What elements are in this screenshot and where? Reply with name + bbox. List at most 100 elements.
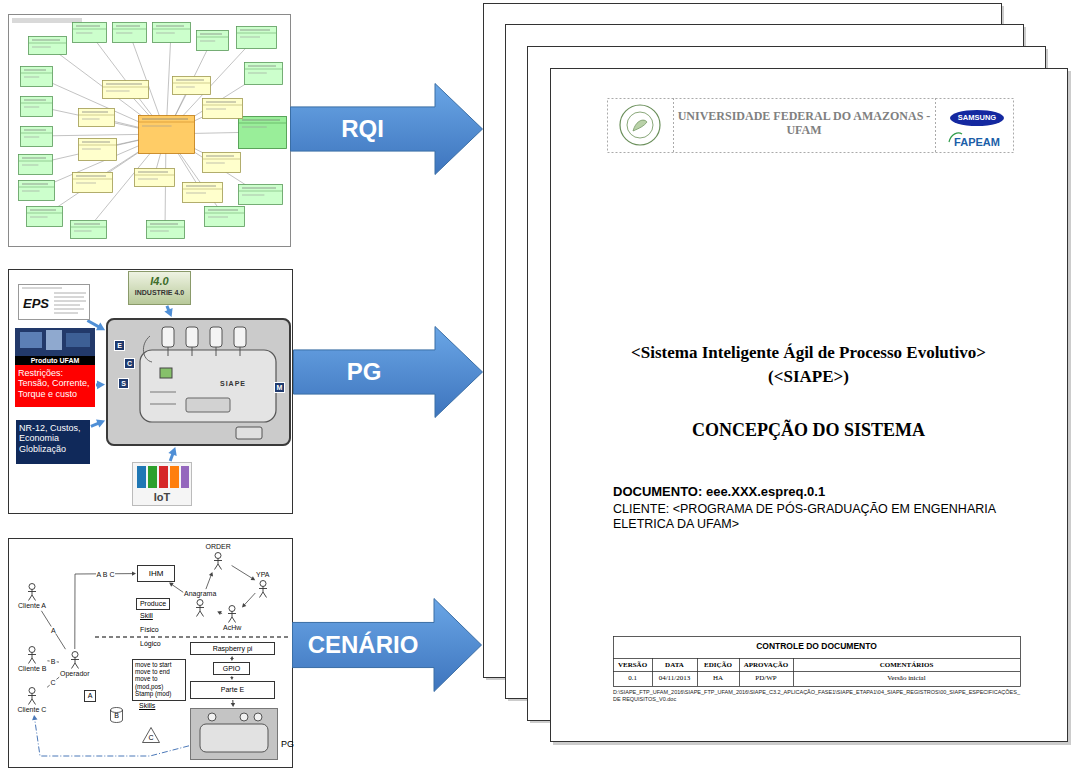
actor: ORDER <box>206 543 231 571</box>
table-header: VERSÃO <box>613 661 652 669</box>
product-photo-art <box>15 328 95 365</box>
text-line <box>30 210 56 211</box>
connector <box>91 420 105 428</box>
node-label: Cliente B <box>18 665 46 673</box>
text-line <box>54 297 84 298</box>
text-line <box>150 231 169 232</box>
actor: Cliente C <box>18 686 47 714</box>
actor-body <box>214 559 222 570</box>
text-line <box>138 172 168 173</box>
hardware-box: Parte E <box>190 681 275 699</box>
text-line <box>156 26 184 27</box>
cylinder <box>240 713 248 721</box>
requirement-box <box>139 116 195 154</box>
logo-bar <box>181 466 189 488</box>
header-frame <box>608 99 1014 153</box>
hardware-box: GPIO <box>213 662 250 675</box>
constraint-box: Restrições: Tensão, Corrente, Torque e c… <box>15 365 95 407</box>
connector-line <box>41 611 65 649</box>
actor: Operador <box>60 650 90 678</box>
text-line <box>22 184 48 185</box>
requirement-box <box>19 155 53 175</box>
document-title: (<SIAPE>) <box>560 367 1057 387</box>
panel-frame <box>9 539 293 768</box>
block-arrow-body <box>293 599 482 692</box>
document-thumbnail: EPS <box>18 284 90 320</box>
node-label: B <box>110 707 123 721</box>
actor: Anagrama <box>184 590 216 618</box>
file-path: D:\SIAPE_FTP_UFAM_2016\SIAPE_FTP_UFAM_20… <box>613 689 1023 703</box>
box-divider <box>79 145 116 146</box>
cylinder-body <box>111 708 123 723</box>
table-rule <box>613 671 1020 672</box>
box-divider <box>19 161 52 162</box>
actor-body <box>71 658 79 669</box>
node-label: Cliente C <box>18 706 47 714</box>
requirement-box <box>21 127 53 147</box>
text-line <box>30 217 48 218</box>
node-label: ORDER <box>206 543 231 551</box>
requirement-box <box>71 221 107 239</box>
arrowhead <box>96 323 105 331</box>
requirement-box <box>203 153 241 173</box>
client-line: CLIENTE: <PROGRAMA DE PÓS-GRADUAÇÃO EM E… <box>613 502 1023 532</box>
requirement-box <box>27 207 63 227</box>
text-line <box>24 107 39 108</box>
module-box: M <box>274 382 285 393</box>
institution-name: UNIVERSIDADE FEDERAL DO AMAZONAS - UFAM <box>675 110 933 138</box>
actor-figure <box>70 651 80 669</box>
box-divider <box>245 69 282 70</box>
requirement-box <box>239 185 283 205</box>
table-rule <box>739 658 740 686</box>
arrowhead <box>230 677 233 680</box>
box-divider <box>27 213 62 214</box>
actor-head <box>197 600 203 606</box>
box-divider <box>21 73 52 74</box>
actor-head <box>72 652 78 658</box>
node-label: NR-12, Custos, Economia Globlização <box>19 423 87 454</box>
requirement-box <box>135 169 175 187</box>
text-line <box>186 186 216 187</box>
connector-line <box>47 677 59 687</box>
text-line <box>240 30 270 31</box>
box-divider <box>205 213 244 214</box>
package-cylinder: B <box>110 707 123 723</box>
node-label: move to start move to end move to (mod,p… <box>135 661 183 697</box>
requirement-box <box>245 63 283 85</box>
actor: AcHw <box>223 604 241 632</box>
header-divider <box>935 98 936 152</box>
sketch-ground <box>106 318 291 446</box>
box-divider <box>19 187 54 188</box>
text-line <box>156 33 175 34</box>
node-label: GPIO <box>214 663 249 674</box>
node-label: PG <box>293 326 435 418</box>
page-header <box>608 98 1014 153</box>
photo-detail <box>66 333 90 347</box>
box-divider <box>29 43 66 44</box>
cable <box>143 336 152 362</box>
node-label: INDUSTRIE 4.0 <box>129 288 190 297</box>
machine-photo: PG <box>190 708 278 760</box>
table-title: CONTROLE DO DOCUMENTO <box>613 641 1020 651</box>
conveyor <box>186 398 230 412</box>
package-triangle: C <box>142 727 160 743</box>
sponsor-logo-text: SAMSUNG <box>952 113 1002 123</box>
controller <box>160 368 172 378</box>
arrowhead <box>164 308 172 317</box>
node-label: E <box>115 341 124 350</box>
actor-body <box>28 694 36 705</box>
skill-box: ProduceSkill <box>136 598 170 610</box>
triangle-body <box>143 728 160 743</box>
requirement-box <box>21 97 53 117</box>
node-label: IoT <box>133 491 191 503</box>
text-line <box>24 137 39 138</box>
box-divider <box>203 105 242 106</box>
document-id: DOCUMENTO: eee.XXX.espreq.0.1 <box>613 484 1033 499</box>
node-label: Skills <box>139 702 155 709</box>
requirement-box <box>29 37 67 55</box>
photo-ground <box>15 328 95 365</box>
document-subtitle: CONCEPÇÃO DO SISTEMA <box>560 420 1057 441</box>
module-box: E <box>114 340 125 351</box>
text-line <box>248 66 276 67</box>
text-line <box>176 87 195 88</box>
